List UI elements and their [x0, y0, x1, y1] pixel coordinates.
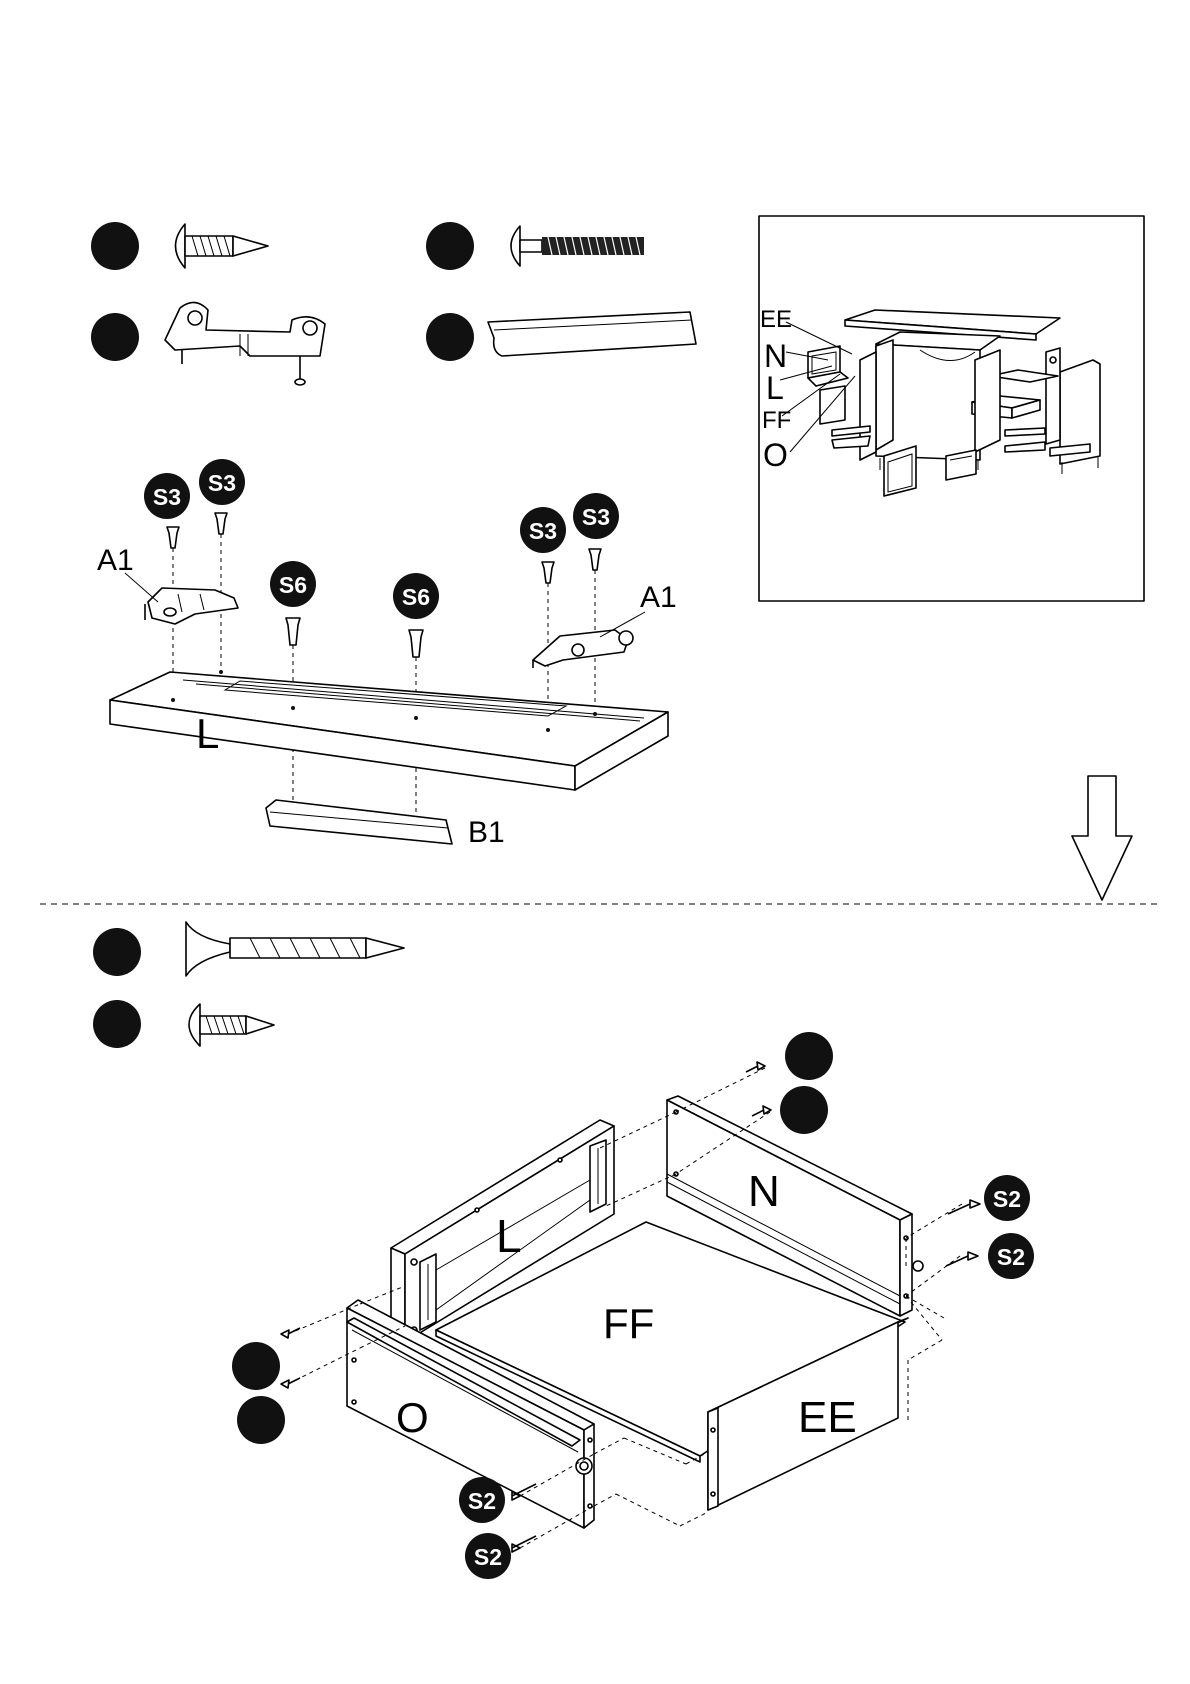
- overview-box: EE N L FF O: [759, 216, 1144, 601]
- hardware-marker-dot: [780, 1086, 828, 1134]
- screw-badge-label: S2: [468, 1488, 496, 1514]
- bracket-a1-right: [533, 630, 633, 668]
- bracket-label-left: A1: [97, 544, 134, 577]
- overview-label: EE: [760, 306, 792, 333]
- screw-badge-label: S3: [582, 504, 610, 530]
- bracket-label-right: A1: [640, 581, 677, 614]
- drawer-part-label: N: [748, 1167, 780, 1216]
- long-screw-icon: [186, 922, 404, 976]
- rail-b1: [266, 800, 452, 844]
- hardware-marker-dot: [426, 222, 474, 270]
- screw-badge-label: S2: [997, 1244, 1025, 1270]
- hardware-marker-dot: [237, 1396, 285, 1444]
- rail-strip-icon: [488, 312, 696, 356]
- screw-badge-label: S2: [474, 1544, 502, 1570]
- screw-badge-s2: S2: [984, 1175, 1030, 1221]
- drawer-part-label: L: [496, 1210, 522, 1262]
- screw-badge-s3: S3: [199, 459, 245, 505]
- hardware-legend-bottom: [93, 922, 404, 1048]
- screw-badge-label: S6: [402, 584, 430, 610]
- hardware-legend-top: [91, 222, 696, 385]
- hardware-marker-dot: [232, 1342, 280, 1390]
- top-assembly: S3 S3 S3 S3 S6 S6: [97, 459, 677, 849]
- screw-badge-s2: S2: [988, 1233, 1034, 1279]
- drawer-part-label: EE: [798, 1393, 857, 1442]
- cabinet-overview-drawing: [808, 310, 1100, 496]
- drawer-part-label: O: [396, 1394, 429, 1441]
- overview-label: N: [764, 338, 787, 374]
- hardware-marker-dot: [93, 1000, 141, 1048]
- panel-l-board: [110, 670, 668, 790]
- hardware-marker-dot: [426, 313, 474, 361]
- hardware-marker-dot: [91, 222, 139, 270]
- screw-badge-s3: S3: [520, 507, 566, 553]
- screw-badge-label: S2: [993, 1186, 1021, 1212]
- bolt-icon: [511, 226, 644, 266]
- short-screw-icon: [189, 1004, 274, 1046]
- screw-badge-label: S3: [153, 484, 181, 510]
- panel-label: L: [196, 710, 219, 757]
- bracket-icon: [165, 302, 325, 385]
- next-step-arrow-icon: [1072, 776, 1132, 900]
- screw-badge-s6: S6: [270, 561, 316, 607]
- drawer-part-label: FF: [603, 1300, 654, 1347]
- screw-badge-label: S3: [529, 518, 557, 544]
- hardware-marker-dot: [91, 313, 139, 361]
- screw-badge-s3: S3: [144, 473, 190, 519]
- screw-badge-s2: S2: [459, 1477, 505, 1523]
- overview-label: L: [766, 370, 784, 406]
- bracket-a1-left: [145, 588, 238, 624]
- screw-badge-s6: S6: [393, 573, 439, 619]
- screw-badge-label: S6: [279, 572, 307, 598]
- screw-badge-s2: S2: [465, 1533, 511, 1579]
- hardware-marker-dot: [93, 928, 141, 976]
- short-screw-icon: [176, 224, 269, 268]
- overview-label: FF: [762, 407, 791, 434]
- screw-badge-label: S3: [208, 470, 236, 496]
- overview-label: O: [763, 437, 788, 473]
- drawer-assembly: FF L N: [232, 1032, 1034, 1579]
- screw-badge-s3: S3: [573, 493, 619, 539]
- rail-label: B1: [468, 816, 505, 849]
- hardware-marker-dot: [785, 1032, 833, 1080]
